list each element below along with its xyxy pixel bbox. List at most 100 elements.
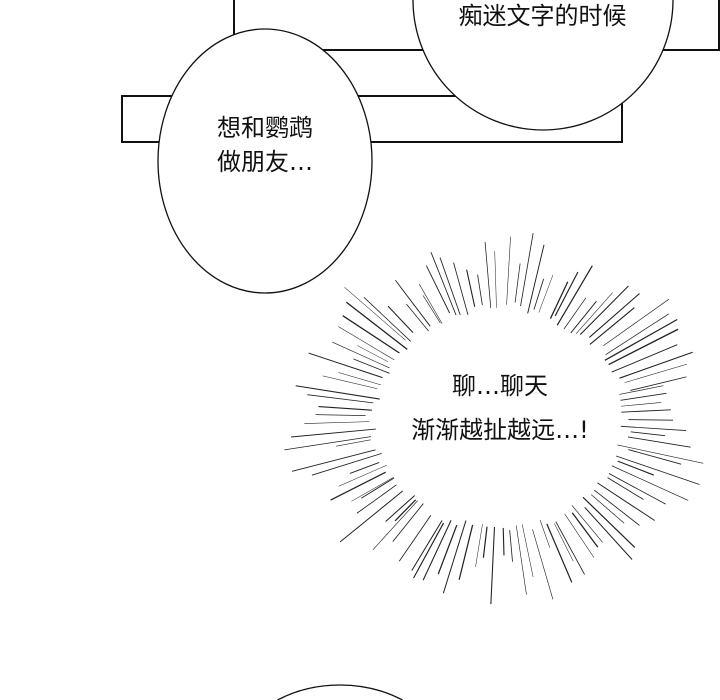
burst-line [308,352,383,379]
burst-line [579,285,629,335]
bubble-left-text-line2: 做朋友… [217,148,313,176]
burst-line [619,385,664,395]
burst-line [521,524,534,578]
burst-line [349,462,380,474]
burst-line [477,274,483,306]
burst-line [425,265,451,314]
burst-line [411,520,443,571]
burst-line [509,530,513,562]
burst-line [395,279,431,327]
burst-line [532,529,554,600]
burst-line [603,298,670,347]
burst-line [615,455,700,485]
burst-line [514,263,521,303]
burst-line [385,495,416,522]
burst-line [571,505,603,543]
burst-line [554,271,579,317]
burst-line [617,460,654,476]
burst-line [588,293,640,338]
speech-bubble-top-right [412,0,674,131]
burst-line [582,496,636,548]
burst-line [527,244,545,314]
burst-line [617,444,704,464]
burst-line [494,251,497,308]
burst-line [304,421,370,424]
burst-line [406,303,429,332]
burst-line [482,526,488,558]
burst-line [344,287,406,341]
burst-line [458,524,474,580]
burst-line [608,473,666,505]
burst-line [338,464,387,487]
burst-line [605,313,670,355]
burst-line [311,452,382,476]
burst-line [342,315,400,354]
burst-line [533,278,545,310]
burst-line [372,500,418,551]
burst-line [291,428,376,438]
burst-line [466,269,476,307]
burst-line [628,419,674,421]
burst-line [437,524,458,575]
burst-line [398,515,432,562]
burst-line [351,477,394,502]
burst-line [338,372,381,386]
burst-line [538,274,554,313]
burst-line [430,251,457,316]
burst-line [284,436,372,451]
burst-line [597,482,655,521]
burst-line [506,236,511,305]
burst-line [611,344,678,373]
burst-line [363,297,412,342]
burst-line [621,409,671,413]
burst-line [307,394,374,404]
burst-line [564,513,595,558]
burst-line [570,300,597,334]
burst-line [418,283,443,324]
burst-text-line1: 聊…聊天 [452,372,548,400]
burst-line [392,503,424,542]
burst-line [332,341,390,369]
burst-line [338,326,395,361]
burst-line [336,439,371,447]
burst-line [353,358,390,374]
burst-line [422,295,441,324]
burst-line [628,449,682,465]
burst-line [453,262,469,315]
burst-line [556,265,593,326]
burst-line [394,499,417,522]
burst-line [520,233,534,307]
burst-line [624,363,688,383]
burst-line [360,477,395,499]
burst-line [554,523,574,562]
burst-line [590,494,625,524]
burst-line [318,406,372,411]
burst-line [357,345,389,362]
burst-line [620,402,662,407]
burst-line [475,524,483,568]
burst-line [589,307,635,345]
burst-line [339,490,404,543]
burst-line [555,521,585,575]
burst-line [413,522,445,579]
speech-bubble-left [157,28,373,294]
burst-line [630,376,687,391]
burst-line [549,281,569,319]
burst-line [439,257,461,316]
burst-line [620,425,687,432]
burst-line [330,471,386,501]
burst-line [604,318,678,361]
burst-line [315,414,366,416]
burst-line [571,512,599,548]
burst-line [322,375,378,390]
burst-line [608,328,679,366]
burst-line [539,519,551,548]
burst-line [387,305,414,333]
bubble-top-right-text: 痴迷文字的时候 [458,2,627,30]
burst-line [584,506,633,560]
burst-line [515,525,527,595]
burst-line [356,484,397,514]
burst-line [620,392,667,401]
